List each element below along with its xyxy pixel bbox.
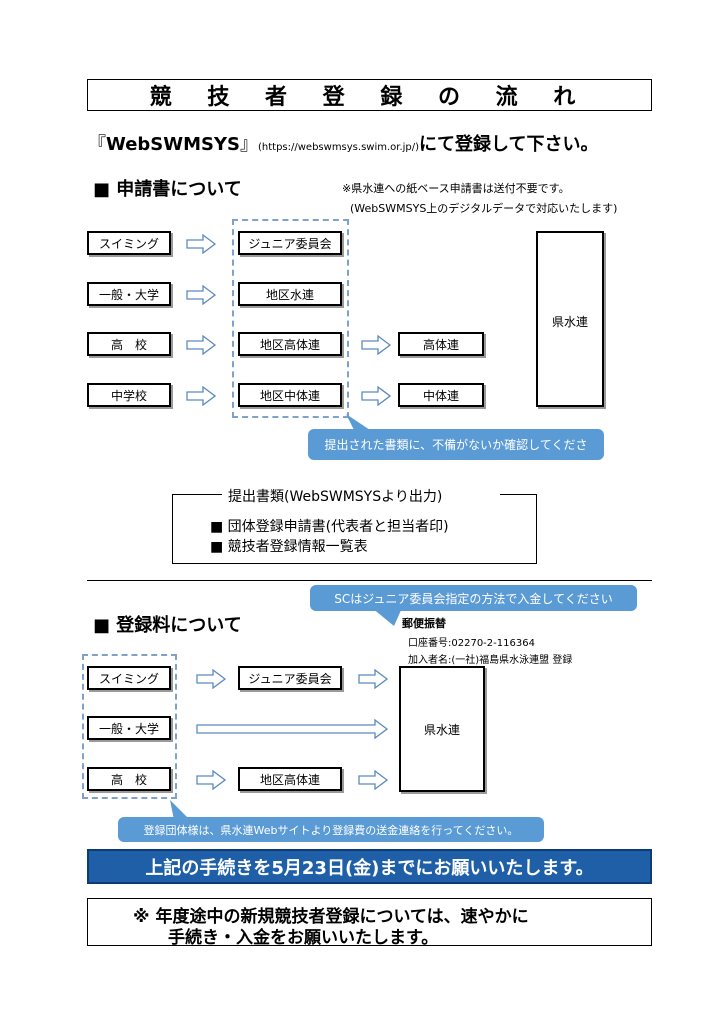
committee-district-jhs: 地区中体連 xyxy=(238,383,342,407)
account-holder: 加入者名:(一社)福島県水泳連盟 登録 xyxy=(408,655,573,666)
documents-top-line-right xyxy=(500,494,537,495)
callout-pointer xyxy=(170,800,190,820)
fee-committee-junior: ジュニア委員会 xyxy=(238,666,342,690)
jhs-federation: 中体連 xyxy=(398,383,484,407)
title-box: 競 技 者 登 録 の 流 れ xyxy=(87,79,652,111)
section1-heading: ■ 申請書について xyxy=(93,179,242,200)
fee-source-general-university: 一般・大学 xyxy=(87,716,171,740)
committee-district-hs: 地区高体連 xyxy=(238,332,342,356)
intro-line: 『WebSWMSYS』(https://webswmsys.swim.or.jp… xyxy=(88,130,599,156)
prefecture-federation-1: 県水連 xyxy=(536,231,604,407)
source-swimming: スイミング xyxy=(87,231,171,255)
source-high-school: 高 校 xyxy=(87,332,171,356)
sc-payment-callout: SCはジュニア委員会指定の方法で入金してください xyxy=(310,585,637,611)
intro-open-bracket: 『 xyxy=(88,134,106,155)
postal-transfer-label: 郵便振替 xyxy=(402,617,446,630)
callout-pointer xyxy=(372,608,402,626)
source-group xyxy=(82,654,177,799)
arrow-icon xyxy=(196,669,226,689)
fee-source-high-school: 高 校 xyxy=(87,767,171,791)
arrow-icon xyxy=(186,386,216,406)
committee-group xyxy=(232,219,349,418)
committee-junior: ジュニア委員会 xyxy=(238,231,342,255)
notice-box: ※ 年度途中の新規競技者登録については、速やかに 手続き・入金をお願いいたします… xyxy=(87,898,652,948)
documents-item-2: ■ 競技者登録情報一覧表 xyxy=(210,539,368,555)
deadline-banner: 上記の手続きを5月23日(金)までにお願いいたします。 xyxy=(87,849,652,884)
notice-line-1: ※ 年度途中の新規競技者登録については、速やかに xyxy=(133,907,529,927)
arrow-icon xyxy=(361,335,391,355)
documents-box xyxy=(172,494,537,564)
intro-close-bracket: 』 xyxy=(240,134,258,155)
documents-top-line-left xyxy=(172,494,222,495)
section2-heading: ■ 登録料について xyxy=(93,615,242,636)
arrow-icon xyxy=(358,770,388,790)
hs-federation: 高体連 xyxy=(398,332,484,356)
fee-committee-district-hs: 地区高体連 xyxy=(238,767,342,791)
committee-district-swim: 地区水連 xyxy=(238,282,342,306)
callout-pointer xyxy=(346,414,370,430)
source-general-university: 一般・大学 xyxy=(87,282,171,306)
arrow-icon xyxy=(358,669,388,689)
check-documents-callout: 提出された書類に、不備がないか確認してくださ xyxy=(308,429,604,460)
fee-source-swimming: スイミング xyxy=(87,666,171,690)
arrow-icon xyxy=(186,234,216,254)
intro-tail: にて登録して下さい。 xyxy=(419,134,599,155)
section1-note-1: ※県水連への紙ベース申請書は送付不要です。 xyxy=(342,182,570,195)
documents-item-1: ■ 団体登録申請書(代表者と担当者印) xyxy=(210,519,449,535)
arrow-icon xyxy=(186,335,216,355)
intro-system: WebSWMSYS xyxy=(106,134,240,155)
documents-label: 提出書類(WebSWMSYSより出力) xyxy=(226,486,445,506)
prefecture-federation-2: 県水連 xyxy=(399,666,485,792)
arrow-icon xyxy=(196,770,226,790)
section1-note-2: (WebSWMSYS上のデジタルデータで対応いたします) xyxy=(350,202,618,215)
account-number: 口座番号:02270-2-116364 xyxy=(408,638,535,649)
source-junior-high: 中学校 xyxy=(87,383,171,407)
intro-url: (https://webswmsys.swim.or.jp/) xyxy=(258,142,420,153)
fee-report-callout: 登録団体様は、県水連Webサイトより登録費の送金連絡を行ってください。 xyxy=(118,817,544,842)
prefecture-federation-1-label: 県水連 xyxy=(551,315,588,329)
long-arrow-icon xyxy=(196,719,388,739)
notice-line-2: 手続き・入金をお願いいたします。 xyxy=(168,928,439,948)
section-divider xyxy=(87,580,652,581)
deadline-text: 上記の手続きを5月23日(金)までにお願いいたします。 xyxy=(145,857,594,879)
arrow-icon xyxy=(186,285,216,305)
page-title: 競 技 者 登 録 の 流 れ xyxy=(149,85,590,110)
arrow-icon xyxy=(361,386,391,406)
